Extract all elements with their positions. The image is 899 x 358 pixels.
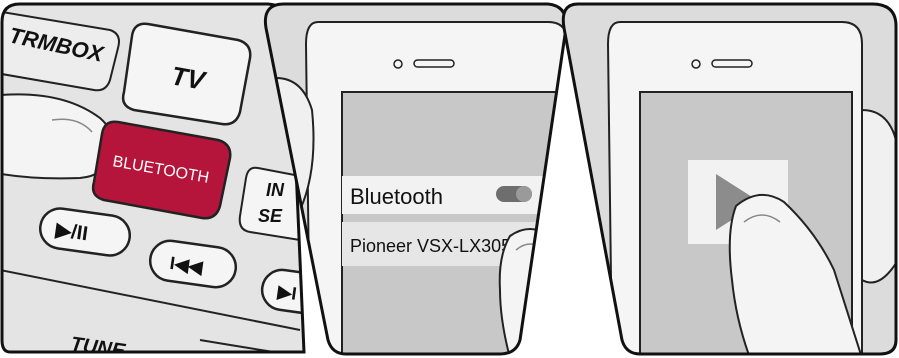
hand-icon	[862, 110, 898, 283]
finger-icon	[500, 229, 600, 358]
input-select-label-1: IN	[266, 180, 285, 200]
device-name[interactable]: Pioneer VSX-LX305	[350, 236, 511, 256]
player-panel	[556, 0, 899, 358]
bluetooth-setting-label: Bluetooth	[350, 184, 443, 209]
next-label: ▶I	[276, 281, 298, 304]
bluetooth-toggle[interactable]	[496, 186, 532, 202]
settings-panel: Bluetooth Pioneer VSX-LX305	[260, 0, 600, 358]
input-select-label-2: SE	[258, 206, 283, 226]
play-pause-label: ▶/II	[53, 219, 89, 245]
tv-button[interactable]: TV	[123, 24, 250, 125]
input-select-button[interactable]: IN SE	[240, 168, 300, 240]
